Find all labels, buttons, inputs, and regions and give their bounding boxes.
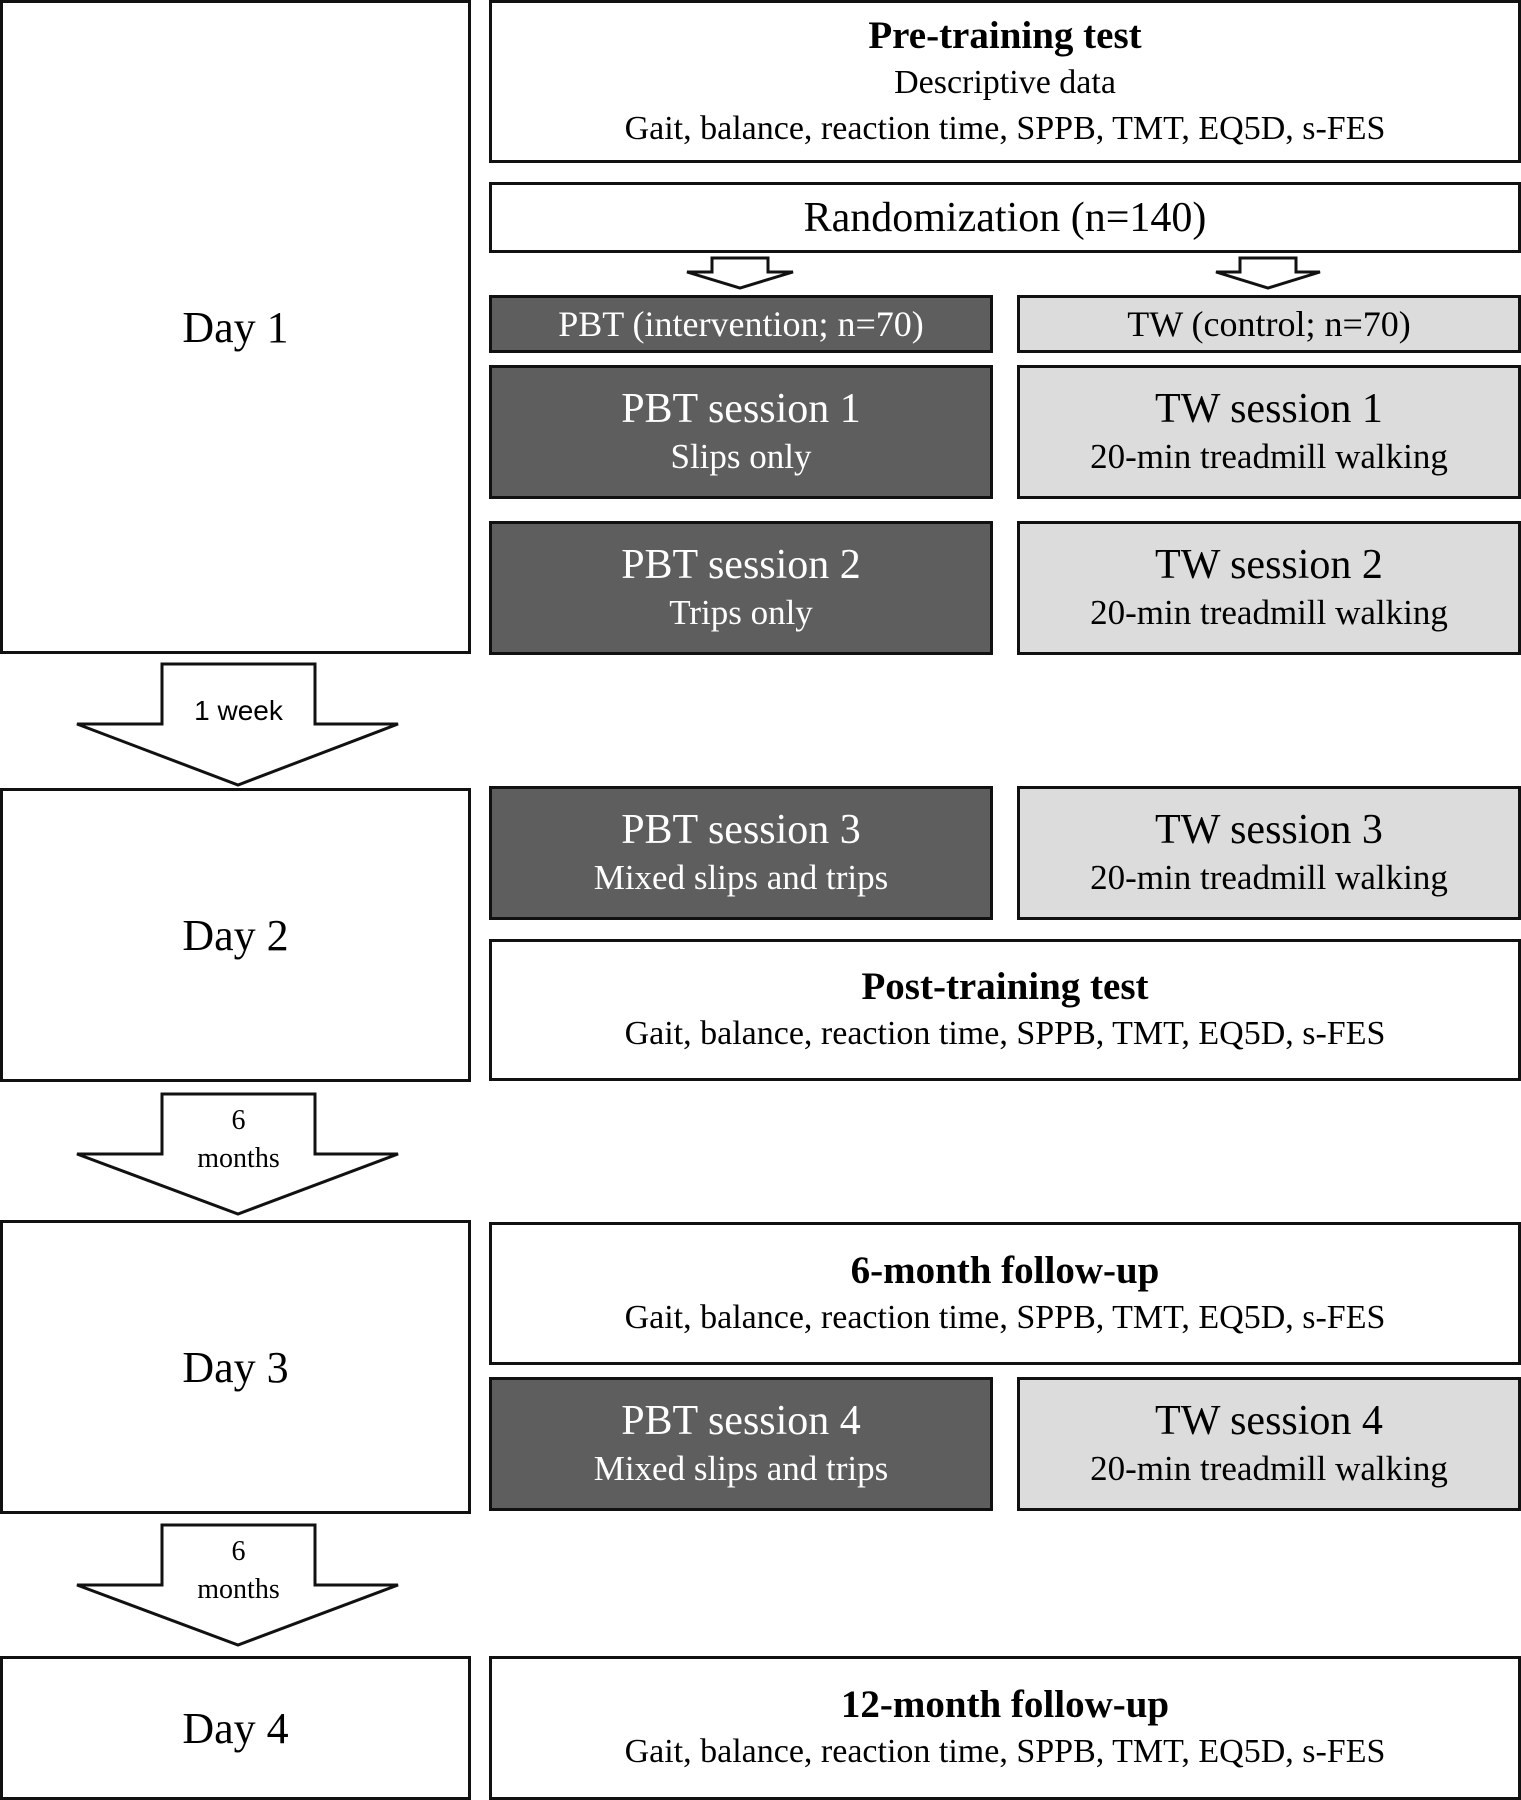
- pbt-session-1-box: PBT session 1 Slips only: [489, 365, 993, 499]
- interval-6-months-unit-1: months: [197, 1143, 280, 1174]
- pbt-session-2-box: PBT session 2 Trips only: [489, 521, 993, 655]
- posttraining-test-box: Post-training test Gait, balance, reacti…: [489, 939, 1521, 1081]
- tw-group-label: TW (control; n=70): [1127, 304, 1411, 344]
- pbt-group-label: PBT (intervention; n=70): [558, 304, 924, 344]
- tw-session-2-box: TW session 2 20-min treadmill walking: [1017, 521, 1521, 655]
- tw-group-box: TW (control; n=70): [1017, 295, 1521, 353]
- tw-session-1-desc: 20-min treadmill walking: [1090, 437, 1448, 476]
- pbt-session-1-desc: Slips only: [670, 437, 812, 476]
- pbt-session-3-desc: Mixed slips and trips: [593, 858, 889, 897]
- pbt-session-4-desc: Mixed slips and trips: [593, 1449, 889, 1488]
- pbt-group-box: PBT (intervention; n=70): [489, 295, 993, 353]
- pbt-session-3-title: PBT session 3: [621, 807, 861, 853]
- followup-6-month-box: 6-month follow-up Gait, balance, reactio…: [489, 1222, 1521, 1365]
- followup-12-month-line: Gait, balance, reaction time, SPPB, TMT,…: [624, 1733, 1386, 1770]
- interval-6-months-unit-2: months: [197, 1574, 280, 1605]
- interval-6-months-label-2: 6 months: [162, 1533, 315, 1609]
- day-1-label: Day 1: [182, 302, 289, 352]
- pbt-session-4-box: PBT session 4 Mixed slips and trips: [489, 1377, 993, 1511]
- interval-6-months-label-1: 6 months: [162, 1102, 315, 1178]
- tw-session-4-desc: 20-min treadmill walking: [1090, 1449, 1448, 1488]
- tw-session-3-desc: 20-min treadmill walking: [1090, 858, 1448, 897]
- randomization-label: Randomization (n=140): [803, 194, 1207, 241]
- posttraining-test-title: Post-training test: [861, 965, 1149, 1008]
- tw-session-4-box: TW session 4 20-min treadmill walking: [1017, 1377, 1521, 1511]
- followup-6-month-title: 6-month follow-up: [850, 1248, 1160, 1292]
- day-2-label: Day 2: [182, 910, 289, 960]
- arrow-day2-to-day3: [76, 1092, 399, 1216]
- tw-session-4-title: TW session 4: [1155, 1398, 1383, 1444]
- followup-12-month-box: 12-month follow-up Gait, balance, reacti…: [489, 1656, 1521, 1800]
- day-2-box: Day 2: [0, 788, 471, 1082]
- pbt-session-1-title: PBT session 1: [621, 386, 861, 432]
- day-3-label: Day 3: [182, 1342, 289, 1392]
- tw-session-3-box: TW session 3 20-min treadmill walking: [1017, 786, 1521, 920]
- arrow-day1-to-day2: [76, 662, 399, 787]
- posttraining-test-line: Gait, balance, reaction time, SPPB, TMT,…: [624, 1015, 1386, 1052]
- interval-1-week-label: 1 week: [162, 692, 315, 730]
- randomization-box: Randomization (n=140): [489, 182, 1521, 253]
- pretraining-test-title: Pre-training test: [868, 13, 1142, 57]
- pbt-session-2-title: PBT session 2: [621, 542, 861, 588]
- pbt-session-3-box: PBT session 3 Mixed slips and trips: [489, 786, 993, 920]
- day-4-label: Day 4: [182, 1703, 289, 1753]
- day-1-box: Day 1: [0, 0, 471, 654]
- day-3-box: Day 3: [0, 1220, 471, 1514]
- followup-6-month-line: Gait, balance, reaction time, SPPB, TMT,…: [624, 1298, 1386, 1336]
- day-4-box: Day 4: [0, 1656, 471, 1800]
- pbt-session-4-title: PBT session 4: [621, 1398, 861, 1444]
- interval-6-months-number-2: 6: [231, 1536, 246, 1567]
- arrow-to-pbt-group: [686, 256, 794, 290]
- arrow-day3-to-day4: [76, 1523, 399, 1647]
- interval-1-week-text: 1 week: [194, 695, 283, 726]
- arrow-to-tw-group: [1215, 256, 1321, 290]
- pretraining-test-line1: Descriptive data: [894, 63, 1116, 101]
- tw-session-1-title: TW session 1: [1155, 386, 1383, 432]
- tw-session-2-desc: 20-min treadmill walking: [1090, 593, 1448, 632]
- tw-session-1-box: TW session 1 20-min treadmill walking: [1017, 365, 1521, 499]
- interval-6-months-number-1: 6: [231, 1105, 246, 1136]
- tw-session-3-title: TW session 3: [1155, 807, 1383, 853]
- pretraining-test-line2: Gait, balance, reaction time, SPPB, TMT,…: [624, 109, 1386, 147]
- pretraining-test-box: Pre-training test Descriptive data Gait,…: [489, 0, 1521, 163]
- followup-12-month-title: 12-month follow-up: [840, 1683, 1170, 1726]
- tw-session-2-title: TW session 2: [1155, 542, 1383, 588]
- pbt-session-2-desc: Trips only: [669, 593, 813, 632]
